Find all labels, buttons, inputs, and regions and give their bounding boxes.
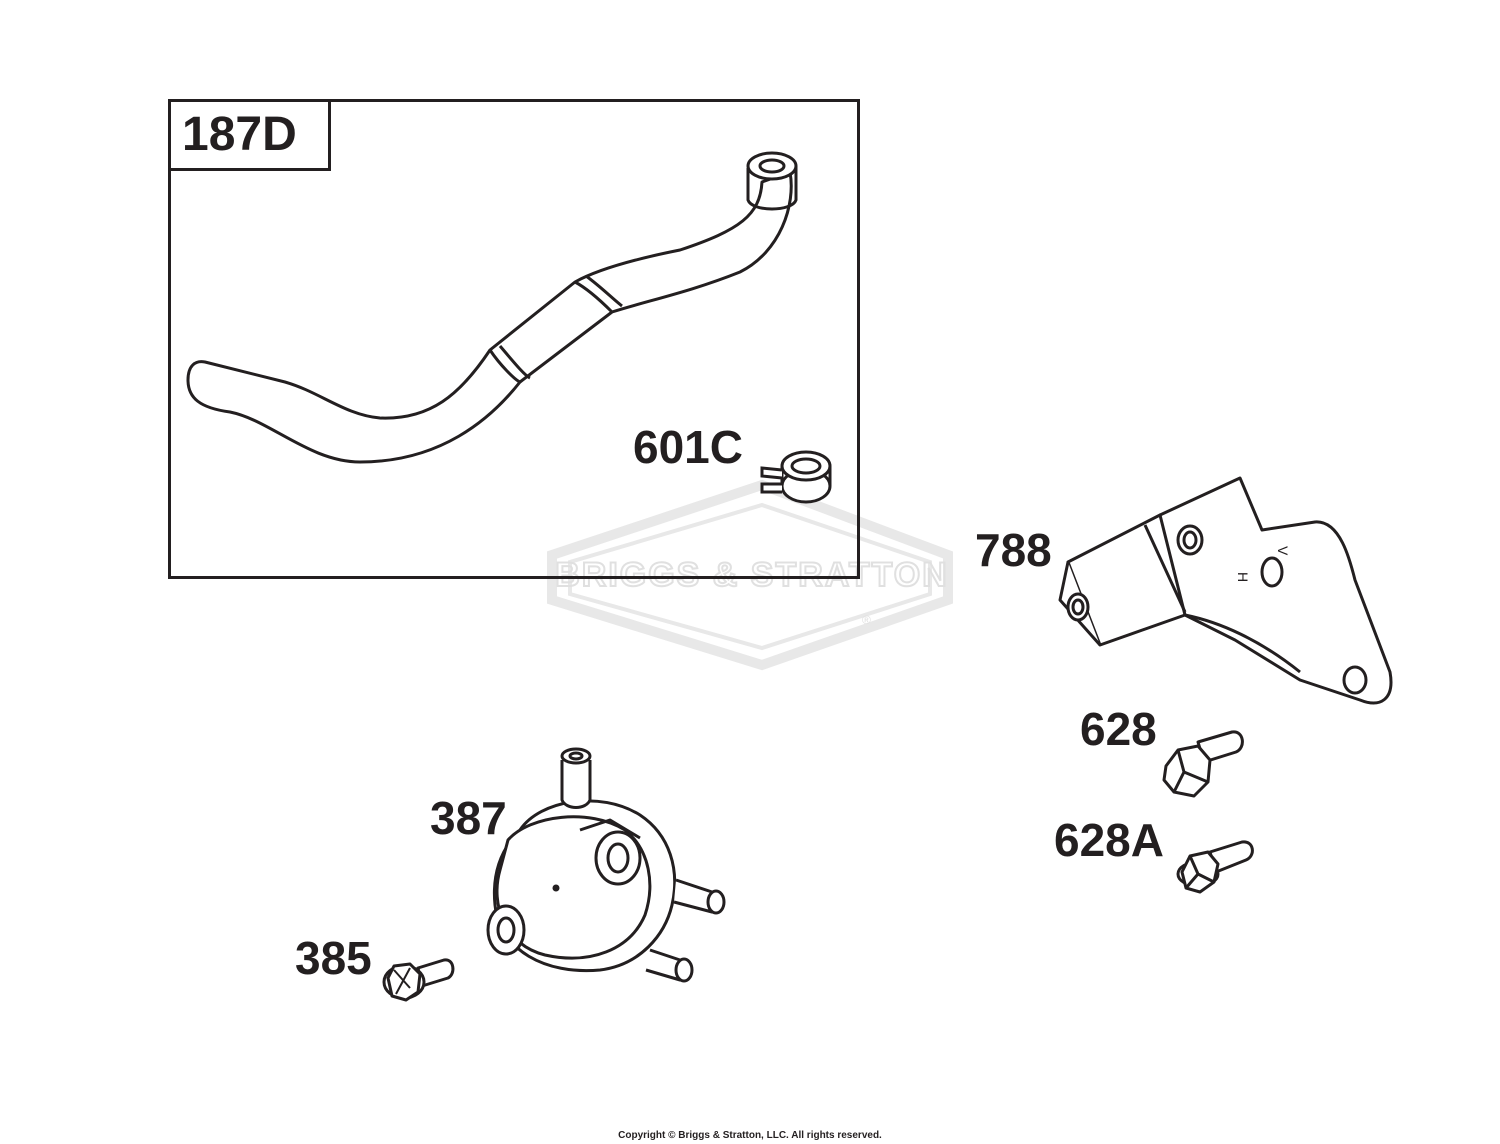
pump-screw-drawing (382, 958, 455, 1002)
hex-bolt-drawing (1162, 730, 1244, 798)
bracket-drawing: H V (1058, 476, 1393, 705)
copyright-footer: Copyright © Briggs & Stratton, LLC. All … (618, 1130, 882, 1141)
hose-kit-box (168, 99, 860, 579)
fuel-hose-drawing (186, 151, 798, 464)
fuel-pump-drawing (486, 747, 726, 983)
callout-387: 387 (430, 792, 507, 844)
callout-628a: 628A (1054, 814, 1164, 866)
callout-628: 628 (1080, 703, 1157, 755)
kit-label: 187D (182, 108, 297, 161)
flanged-bolt-drawing (1176, 840, 1254, 894)
callout-788: 788 (975, 524, 1052, 576)
kit-label-box (168, 99, 331, 171)
watermark-text: BRIGGS & STRATTON (555, 556, 949, 594)
hose-clamp-drawing (760, 450, 832, 504)
watermark-logo (547, 479, 953, 671)
callout-385: 385 (295, 932, 372, 984)
callout-601c: 601C (633, 421, 743, 473)
svg-text:V: V (1275, 546, 1291, 556)
svg-text:H: H (1235, 572, 1251, 582)
watermark-registered-mark: ® (862, 613, 871, 627)
